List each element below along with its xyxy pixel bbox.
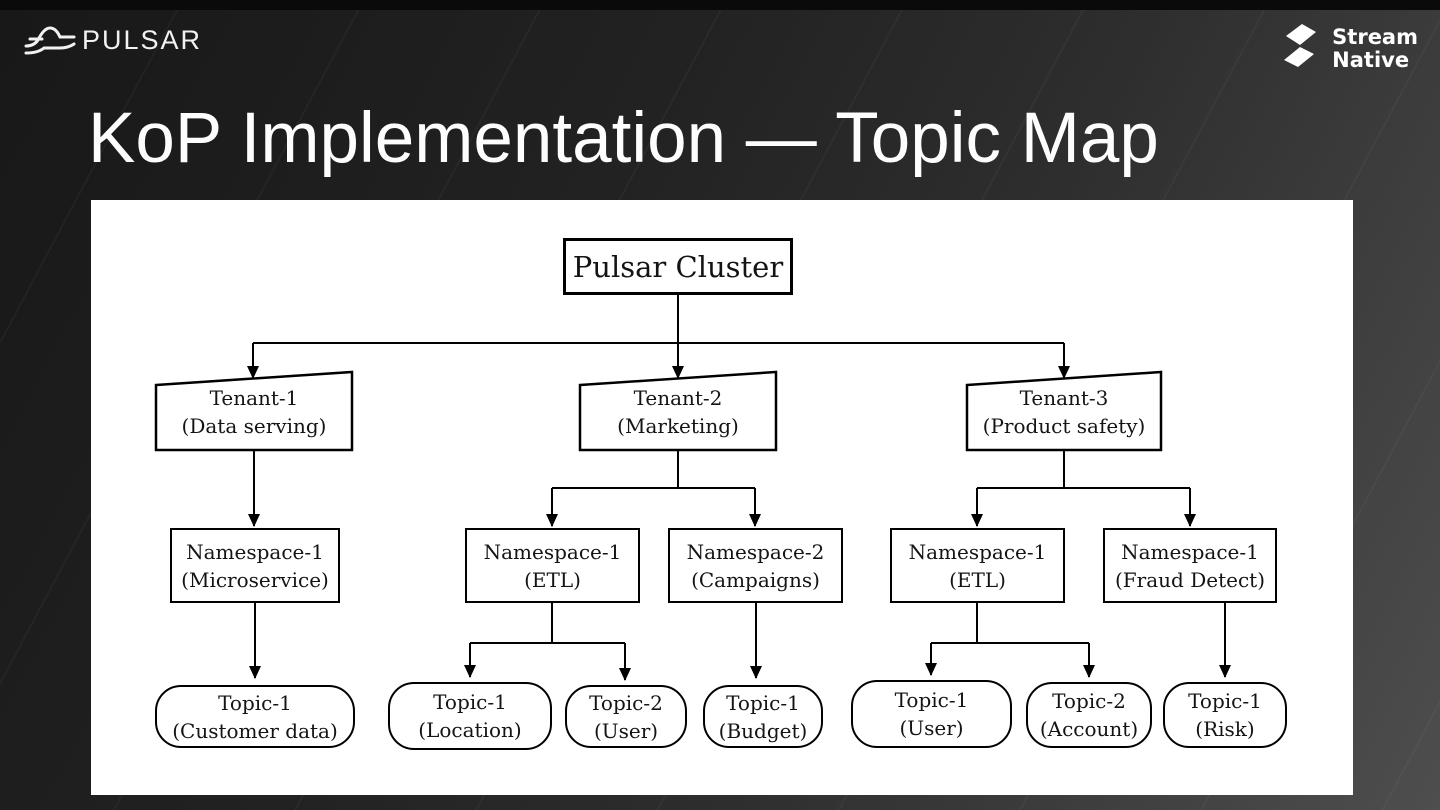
node-namespace-etl-safety: Namespace-1 (ETL) [890, 528, 1065, 603]
topic-map-canvas: Pulsar Cluster Tenant-1 (Data serving) T… [91, 200, 1353, 795]
node-sublabel: (Data serving) [181, 414, 327, 438]
node-label: Topic-1 [433, 690, 507, 714]
node-tenant-3: Tenant-3 (Product safety) [967, 376, 1161, 448]
streamnative-word-native: Native [1332, 47, 1410, 72]
node-topic-budget: Topic-1 (Budget) [703, 685, 823, 748]
node-label: Topic-1 [1188, 689, 1262, 713]
node-label: Pulsar Cluster [572, 249, 784, 284]
node-topic-location: Topic-1 (Location) [388, 682, 552, 750]
streamnative-icon [1276, 20, 1324, 77]
node-sublabel: (User) [593, 718, 659, 743]
node-label: Topic-1 [726, 690, 800, 715]
node-namespace-etl-marketing: Namespace-1 (ETL) [465, 528, 640, 603]
node-label: Tenant-1 [209, 386, 299, 410]
node-label: Tenant-2 [633, 386, 723, 410]
node-label: Topic-2 [589, 690, 663, 715]
node-topic-account: Topic-2 (Account) [1026, 682, 1152, 748]
node-topic-risk: Topic-1 (Risk) [1163, 682, 1287, 748]
node-sublabel: (Risk) [1195, 717, 1255, 741]
tenant-3-shape [965, 370, 1163, 452]
node-label: Namespace-2 [686, 539, 825, 564]
node-label: Namespace-1 [186, 539, 324, 564]
pulsar-wordmark: PULSAR [82, 24, 203, 55]
node-label: Namespace-1 [483, 539, 622, 564]
node-topic-customer-data: Topic-1 (Customer data) [155, 685, 355, 748]
node-sublabel: (Fraud Detect) [1115, 567, 1265, 592]
pulsar-wave-icon [24, 22, 76, 58]
node-sublabel: (Location) [418, 718, 522, 742]
streamnative-wordmark: Stream Native [1332, 24, 1418, 72]
pulsar-logo: PULSAR [24, 22, 202, 58]
node-namespace-fraud-detect: Namespace-1 (Fraud Detect) [1103, 528, 1277, 603]
node-sublabel: (Account) [1039, 717, 1139, 741]
node-label: Tenant-3 [1019, 386, 1109, 410]
node-label: Topic-1 [894, 688, 969, 712]
node-namespace-campaigns: Namespace-2 (Campaigns) [668, 528, 843, 603]
node-label: Topic-2 [1052, 689, 1126, 713]
node-sublabel: (Microservice) [181, 567, 329, 592]
node-pulsar-cluster: Pulsar Cluster [563, 238, 793, 295]
top-black-strip [0, 0, 1440, 10]
node-tenant-2: Tenant-2 (Marketing) [580, 376, 776, 448]
node-sublabel: (ETL) [949, 567, 1006, 592]
connector-lines [154, 295, 1231, 681]
tenant-2-shape [578, 370, 778, 452]
streamnative-word-stream: Stream [1332, 24, 1418, 49]
node-sublabel: (Customer data) [172, 718, 338, 743]
node-namespace-microservice: Namespace-1 (Microservice) [170, 528, 340, 603]
node-label: Namespace-1 [1121, 539, 1259, 564]
node-topic-user-safety: Topic-1 (User) [851, 680, 1012, 748]
page-title: KoP Implementation — Topic Map [88, 99, 1159, 178]
tenant-1-shape [154, 370, 354, 452]
node-sublabel: (Campaigns) [691, 567, 820, 592]
node-tenant-1: Tenant-1 (Data serving) [156, 376, 352, 448]
node-topic-user-marketing: Topic-2 (User) [565, 685, 687, 748]
node-sublabel: (Marketing) [617, 414, 739, 438]
node-sublabel: (Product safety) [982, 414, 1146, 438]
node-label: Topic-1 [218, 690, 292, 715]
node-sublabel: (Budget) [718, 718, 808, 743]
streamnative-logo: Stream Native [1276, 20, 1418, 77]
node-sublabel: (ETL) [524, 567, 581, 592]
node-label: Namespace-1 [908, 539, 1047, 564]
node-sublabel: (User) [899, 716, 964, 740]
